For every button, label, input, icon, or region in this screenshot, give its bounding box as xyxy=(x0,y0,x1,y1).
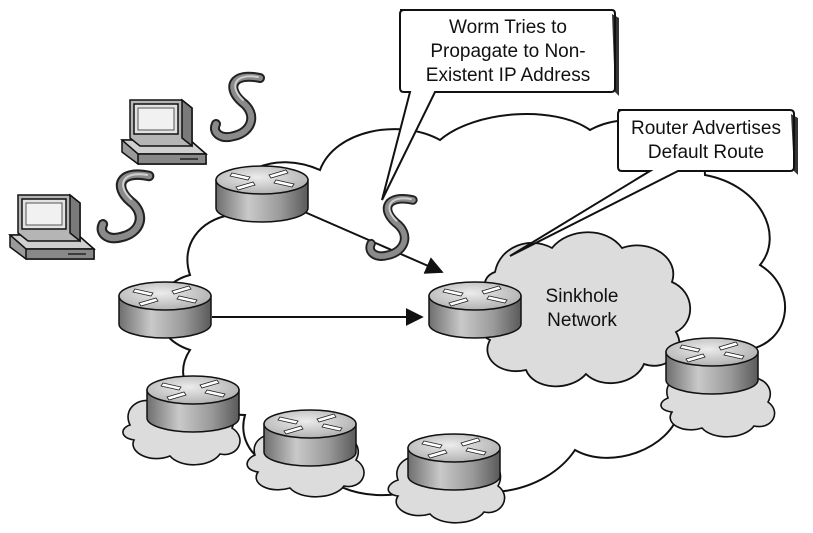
infected-pc-icon-top xyxy=(121,99,207,165)
worm-callout-box xyxy=(381,9,616,201)
router-icon-left xyxy=(118,281,212,339)
router-icon-bottom xyxy=(407,433,501,491)
sinkhole-label-line1: Sinkhole xyxy=(546,286,619,307)
router-callout-line2: Default Route xyxy=(648,142,764,163)
router-callout-line1: Router Advertises xyxy=(631,118,781,139)
infected-pc-icon-bottom xyxy=(9,194,95,260)
sinkhole-router-icon xyxy=(428,281,522,339)
sinkhole-label-line2: Network xyxy=(547,310,617,331)
worm-icon-top xyxy=(215,76,260,137)
router-icon-right xyxy=(665,337,759,395)
router-icon-bottom-mid xyxy=(263,409,357,467)
router-icon-top xyxy=(215,165,309,223)
router-icon-bottom-left xyxy=(146,375,240,433)
worm-callout-line3: Existent IP Address xyxy=(426,65,590,86)
worm-callout-line2: Propagate to Non- xyxy=(430,41,585,62)
worm-icon-left xyxy=(102,174,149,238)
router-callout-box xyxy=(509,109,795,257)
worm-callout-line1: Worm Tries to xyxy=(449,17,567,38)
